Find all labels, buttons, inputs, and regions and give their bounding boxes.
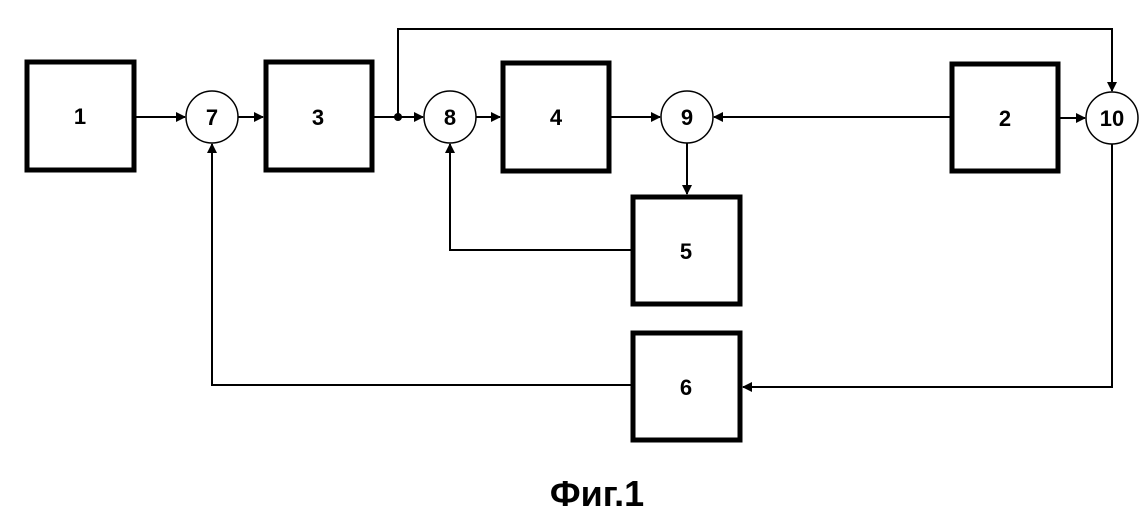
node-7: 7 (186, 91, 238, 143)
block-6-label: 6 (680, 375, 692, 400)
block-3: 3 (266, 62, 372, 170)
block-3-label: 3 (312, 105, 324, 130)
block-4: 4 (503, 63, 609, 171)
node-8-label: 8 (444, 105, 456, 130)
block-6: 6 (633, 333, 740, 440)
junction-dot (394, 113, 402, 121)
node-8: 8 (424, 91, 476, 143)
node-10: 10 (1086, 92, 1138, 144)
block-5: 5 (633, 197, 740, 304)
block-4-label: 4 (550, 105, 563, 130)
wire-6-to-7 (212, 144, 631, 385)
block-1-label: 1 (74, 104, 86, 129)
figure-caption: Фиг.1 (550, 473, 644, 514)
wire-10-to-6 (743, 144, 1112, 387)
block-2: 2 (952, 64, 1058, 171)
block-1: 1 (27, 62, 134, 170)
node-10-label: 10 (1100, 106, 1124, 131)
node-7-label: 7 (206, 105, 218, 130)
block-2-label: 2 (999, 106, 1011, 131)
block-5-label: 5 (680, 239, 692, 264)
node-9: 9 (661, 91, 713, 143)
node-9-label: 9 (681, 105, 693, 130)
